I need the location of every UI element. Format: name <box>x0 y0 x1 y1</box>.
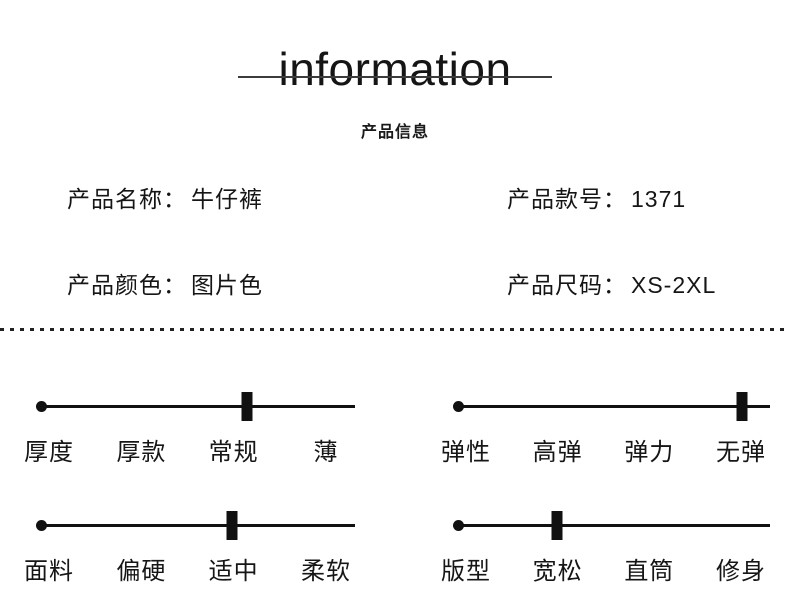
page-title: information <box>278 43 512 95</box>
scale-line <box>36 511 355 540</box>
scale-marker <box>241 392 253 421</box>
scale-option: 厚款 <box>116 439 167 466</box>
product-field-style-number: 产品款号：1371 <box>507 180 686 214</box>
scale-line <box>453 511 770 540</box>
field-label: 产品名称： <box>67 186 187 212</box>
scale-option: 宽松 <box>532 558 583 585</box>
scale-track <box>437 386 770 426</box>
scale-line <box>453 392 770 421</box>
scale-track <box>20 505 355 545</box>
scale-option: 偏硬 <box>116 558 167 585</box>
scale-option: 柔软 <box>300 558 351 585</box>
scale-line <box>36 392 355 421</box>
scale-labels: 面料 偏硬 适中 柔软 <box>20 551 355 586</box>
field-label: 产品颜色： <box>67 272 187 298</box>
dashed-divider <box>0 328 790 331</box>
field-label: 产品尺码： <box>507 272 627 298</box>
scale-option: 无弹 <box>715 439 766 466</box>
scale-thickness: 厚度 厚款 常规 薄 <box>20 386 355 467</box>
scale-name: 厚度 <box>24 439 74 466</box>
scale-option: 薄 <box>313 439 339 466</box>
scale-track <box>20 386 355 426</box>
field-value: XS-2XL <box>631 272 717 298</box>
scale-option: 直筒 <box>624 558 675 585</box>
field-value: 牛仔裤 <box>191 186 263 212</box>
scale-start-dot-icon <box>36 520 47 531</box>
scale-fabric: 面料 偏硬 适中 柔软 <box>20 505 355 586</box>
scale-start-dot-icon <box>453 401 464 412</box>
scale-name: 弹性 <box>441 439 491 466</box>
scale-labels: 弹性 高弹 弹力 无弹 <box>437 432 770 467</box>
field-value: 1371 <box>631 186 687 212</box>
scale-option: 高弹 <box>532 439 583 466</box>
scale-start-dot-icon <box>36 401 47 412</box>
scale-marker <box>551 511 563 540</box>
scale-labels: 版型 宽松 直筒 修身 <box>437 551 770 586</box>
scale-option: 修身 <box>715 558 766 585</box>
scale-marker <box>226 511 238 540</box>
scale-option: 常规 <box>208 439 259 466</box>
scale-name: 版型 <box>441 558 491 585</box>
scale-start-dot-icon <box>453 520 464 531</box>
scale-labels: 厚度 厚款 常规 薄 <box>20 432 355 467</box>
field-value: 图片色 <box>191 272 263 298</box>
scale-name: 面料 <box>24 558 74 585</box>
page-subtitle: 产品信息 <box>360 124 429 141</box>
header: information <box>0 46 790 92</box>
product-field-size: 产品尺码：XS-2XL <box>507 266 716 300</box>
title-strike-line <box>238 76 552 78</box>
scale-track <box>437 505 770 545</box>
product-field-color: 产品颜色：图片色 <box>67 266 263 300</box>
scale-marker <box>736 392 748 421</box>
scale-fit: 版型 宽松 直筒 修身 <box>437 505 770 586</box>
field-label: 产品款号： <box>507 186 627 212</box>
scale-option: 弹力 <box>624 439 675 466</box>
product-field-name: 产品名称：牛仔裤 <box>67 180 263 214</box>
scale-elasticity: 弹性 高弹 弹力 无弹 <box>437 386 770 467</box>
scale-option: 适中 <box>208 558 259 585</box>
